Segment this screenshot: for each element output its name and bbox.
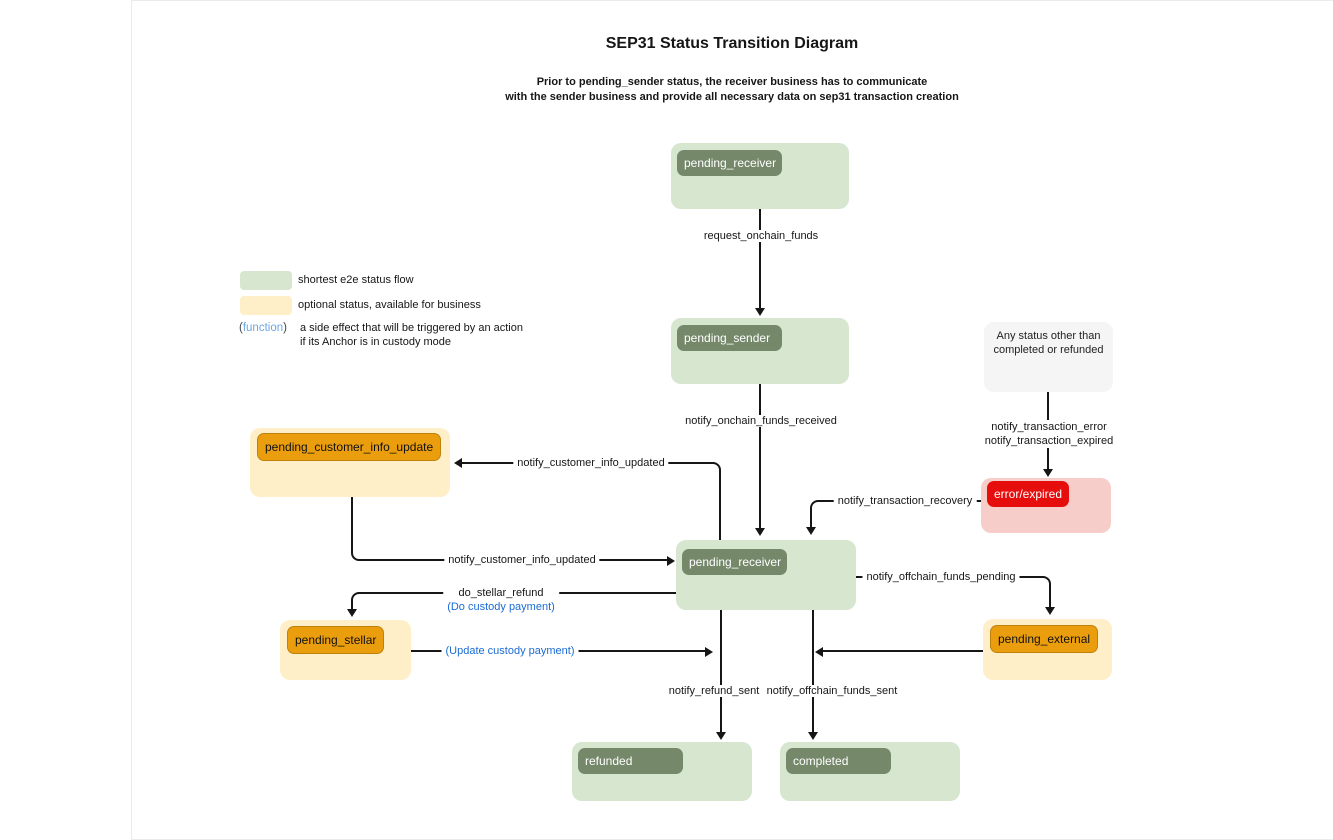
node-error-expired: error/expired bbox=[981, 478, 1111, 533]
diagram-note: Prior to pending_sender status, the rece… bbox=[382, 75, 1082, 105]
arrowhead-down-icon bbox=[806, 527, 816, 535]
edge-notify-onchain-funds-received-line bbox=[759, 384, 761, 529]
edge-notify-transaction-recovery-elbow bbox=[810, 500, 822, 510]
node-completed-label: completed bbox=[786, 748, 891, 774]
diagram-note-line2: with the sender business and provide all… bbox=[505, 91, 959, 103]
edge-notify-offchain-funds-pending-drop bbox=[1049, 588, 1051, 608]
edge-do-stellar-refund-drop bbox=[351, 602, 353, 610]
diagram-note-line1: Prior to pending_sender status, the rece… bbox=[536, 76, 928, 88]
legend-function-token: (function) bbox=[239, 322, 287, 334]
edge-label-notify-customer-info-updated-to-receiver: notify_customer_info_updated bbox=[444, 554, 600, 566]
node-pending-customer-info-update-label: pending_customer_info_update bbox=[257, 433, 442, 461]
edge-notify-customer-info-updated-elbow2 bbox=[351, 551, 363, 561]
arrowhead-down-icon bbox=[1045, 607, 1055, 615]
arrowhead-down-icon bbox=[347, 609, 357, 617]
edge-label-notify-offchain-funds-pending: notify_offchain_funds_pending bbox=[862, 571, 1020, 583]
arrowhead-left-icon bbox=[815, 647, 823, 657]
edge-request-onchain-funds-line bbox=[759, 209, 761, 309]
node-pending-receiver-top: pending_receiver bbox=[671, 143, 849, 209]
legend-swatch-optional-status bbox=[240, 296, 292, 315]
edge-label-notify-transaction-recovery: notify_transaction_recovery bbox=[833, 495, 977, 507]
edge-label-do-stellar-refund: do_stellar_refund (Do custody payment) bbox=[443, 586, 559, 614]
edge-label-request-onchain-funds: request_onchain_funds bbox=[699, 230, 823, 242]
arrowhead-right-icon bbox=[667, 556, 675, 566]
arrowhead-right-icon bbox=[705, 647, 713, 657]
edge-notify-customer-info-updated-up-line bbox=[719, 474, 721, 540]
edge-pending-external-return-line bbox=[823, 650, 983, 652]
node-pending-stellar: pending_stellar bbox=[280, 620, 411, 680]
node-pending-customer-info-update: pending_customer_info_update bbox=[250, 428, 450, 497]
node-pending-sender: pending_sender bbox=[671, 318, 849, 384]
legend-label-shortest-flow: shortest e2e status flow bbox=[298, 274, 414, 286]
arrowhead-down-icon bbox=[755, 528, 765, 536]
node-refunded: refunded bbox=[572, 742, 752, 801]
edge-notify-refund-sent-line bbox=[720, 610, 722, 733]
legend-function-description: a side effect that will be triggered by … bbox=[300, 322, 523, 348]
edge-label-do-custody-payment: (Do custody payment) bbox=[447, 601, 555, 613]
arrowhead-down-icon bbox=[1043, 469, 1053, 477]
page-title: SEP31 Status Transition Diagram bbox=[605, 35, 859, 52]
arrowhead-down-icon bbox=[755, 308, 765, 316]
node-pending-external-label: pending_external bbox=[990, 625, 1099, 653]
legend-swatch-shortest-flow bbox=[240, 271, 292, 290]
node-pending-external: pending_external bbox=[983, 619, 1112, 680]
node-pending-sender-label: pending_sender bbox=[677, 325, 782, 351]
edge-label-update-custody-payment: (Update custody payment) bbox=[441, 645, 579, 657]
edge-label-notify-transaction-error-expired: notify_transaction_error notify_transact… bbox=[980, 420, 1118, 448]
edge-notify-offchain-funds-sent-line bbox=[812, 610, 814, 733]
edge-label-notify-customer-info-updated-to-box: notify_customer_info_updated bbox=[513, 457, 669, 469]
node-error-expired-label: error/expired bbox=[987, 481, 1070, 507]
edge-do-stellar-refund-elbow bbox=[351, 592, 363, 602]
legend-function-word: function bbox=[242, 322, 284, 334]
edge-label-notify-refund-sent: notify_refund_sent bbox=[664, 685, 764, 697]
arrowhead-left-icon bbox=[454, 458, 462, 468]
node-any-status: Any status other than completed or refun… bbox=[984, 322, 1113, 392]
arrowhead-down-icon bbox=[808, 732, 818, 740]
edge-label-notify-offchain-funds-sent: notify_offchain_funds_sent bbox=[762, 685, 902, 697]
edge-notify-offchain-funds-pending-elbow bbox=[1039, 576, 1051, 588]
edge-notify-customer-info-updated-elbow bbox=[709, 462, 721, 474]
node-completed: completed bbox=[780, 742, 960, 801]
edge-label-notify-onchain-funds-received: notify_onchain_funds_received bbox=[681, 415, 841, 427]
legend-label-optional-status: optional status, available for business bbox=[298, 299, 481, 311]
arrowhead-down-icon bbox=[716, 732, 726, 740]
node-pending-receiver-top-label: pending_receiver bbox=[677, 150, 782, 176]
edge-notify-customer-info-updated-down-line bbox=[351, 497, 353, 551]
node-pending-stellar-label: pending_stellar bbox=[287, 626, 385, 654]
edge-notify-transaction-recovery-drop bbox=[810, 510, 812, 528]
node-refunded-label: refunded bbox=[578, 748, 683, 774]
node-pending-receiver-mid-label: pending_receiver bbox=[682, 549, 787, 575]
node-pending-receiver-mid: pending_receiver bbox=[676, 540, 856, 610]
